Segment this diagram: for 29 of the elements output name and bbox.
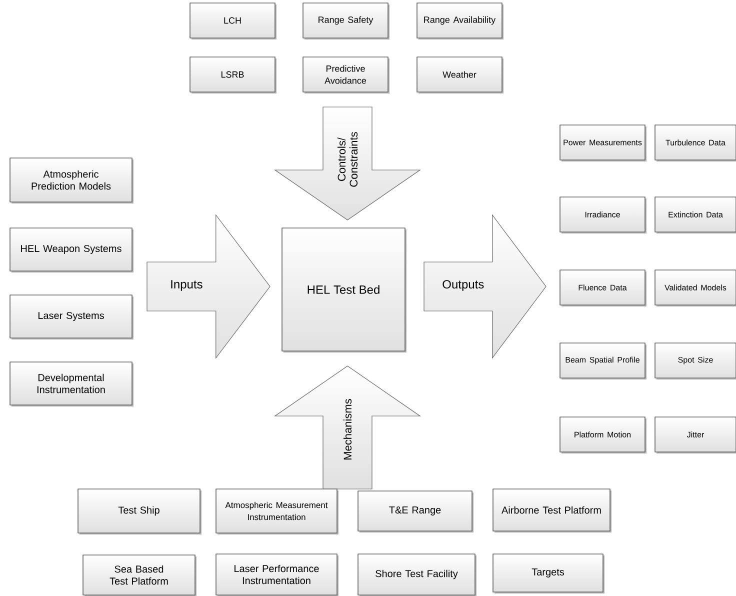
- process-box: Predictive Avoidance: [302, 56, 390, 94]
- process-box: Power Measurements: [560, 124, 646, 162]
- process-box: Jitter: [654, 416, 736, 454]
- process-box: Turbulence Data: [654, 124, 736, 162]
- process-box: Test Ship: [78, 488, 202, 534]
- process-box: Spot Size: [654, 342, 736, 380]
- process-box: LCH: [190, 2, 276, 40]
- process-box: Targets: [492, 554, 604, 594]
- process-box: Weather: [416, 56, 504, 94]
- process-box: Atmospheric Measurement Instrumentation: [216, 488, 338, 534]
- process-box: HEL Test Bed: [282, 228, 406, 352]
- process-box: Airborne Test Platform: [492, 488, 612, 532]
- process-box: Validated Models: [654, 270, 736, 306]
- process-box: LSRB: [190, 56, 276, 94]
- process-box: Sea Based Test Platform: [82, 554, 196, 596]
- process-box: Laser Systems: [10, 294, 134, 340]
- process-box: Developmental Instrumentation: [10, 362, 134, 406]
- process-box: Atmospheric Prediction Models: [10, 158, 134, 204]
- process-box: Fluence Data: [560, 270, 646, 306]
- process-box: Range Safety: [302, 2, 390, 40]
- process-box: Irradiance: [560, 196, 646, 234]
- process-box: Beam Spatial Profile: [560, 342, 646, 380]
- process-box: Range Availability: [416, 2, 504, 40]
- process-box: Platform Motion: [560, 416, 646, 454]
- process-box: T&E Range: [358, 490, 474, 532]
- process-box: HEL Weapon Systems: [10, 228, 134, 272]
- process-box: Laser Performance Instrumentation: [216, 554, 338, 596]
- process-box: Shore Test Facility: [358, 554, 476, 596]
- process-box: Extinction Data: [654, 196, 736, 234]
